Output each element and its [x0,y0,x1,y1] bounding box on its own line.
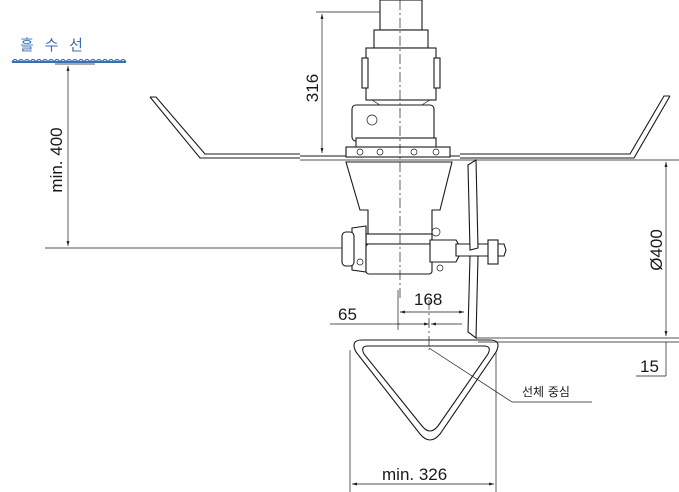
waterline-label: 흘 수 선 [20,36,86,54]
dimension-65: 65 [330,305,462,326]
65-text: 65 [338,305,357,324]
hull-center-note: 선체 중심 [428,347,592,403]
316-text: 316 [303,74,322,102]
dimension-d400: Ø400 [476,162,679,339]
keel-profile [353,339,499,441]
168-text: 168 [414,290,442,309]
gear-housing [341,161,507,275]
waterline-symbol [11,58,127,64]
motor-unit [345,0,451,158]
dimension-15: 15 [636,342,667,377]
min-326-text: min. 326 [382,465,447,484]
dimension-min-326: min. 326 [349,350,497,492]
propeller-blade [467,159,479,340]
dimension-168: 168 [397,290,464,330]
min-400-text: min. 400 [47,127,66,192]
d400-text: Ø400 [647,229,666,271]
hull-center-text: 선체 중심 [522,385,570,399]
dimension-min-400: min. 400 [45,63,380,249]
15-text: 15 [640,357,659,376]
